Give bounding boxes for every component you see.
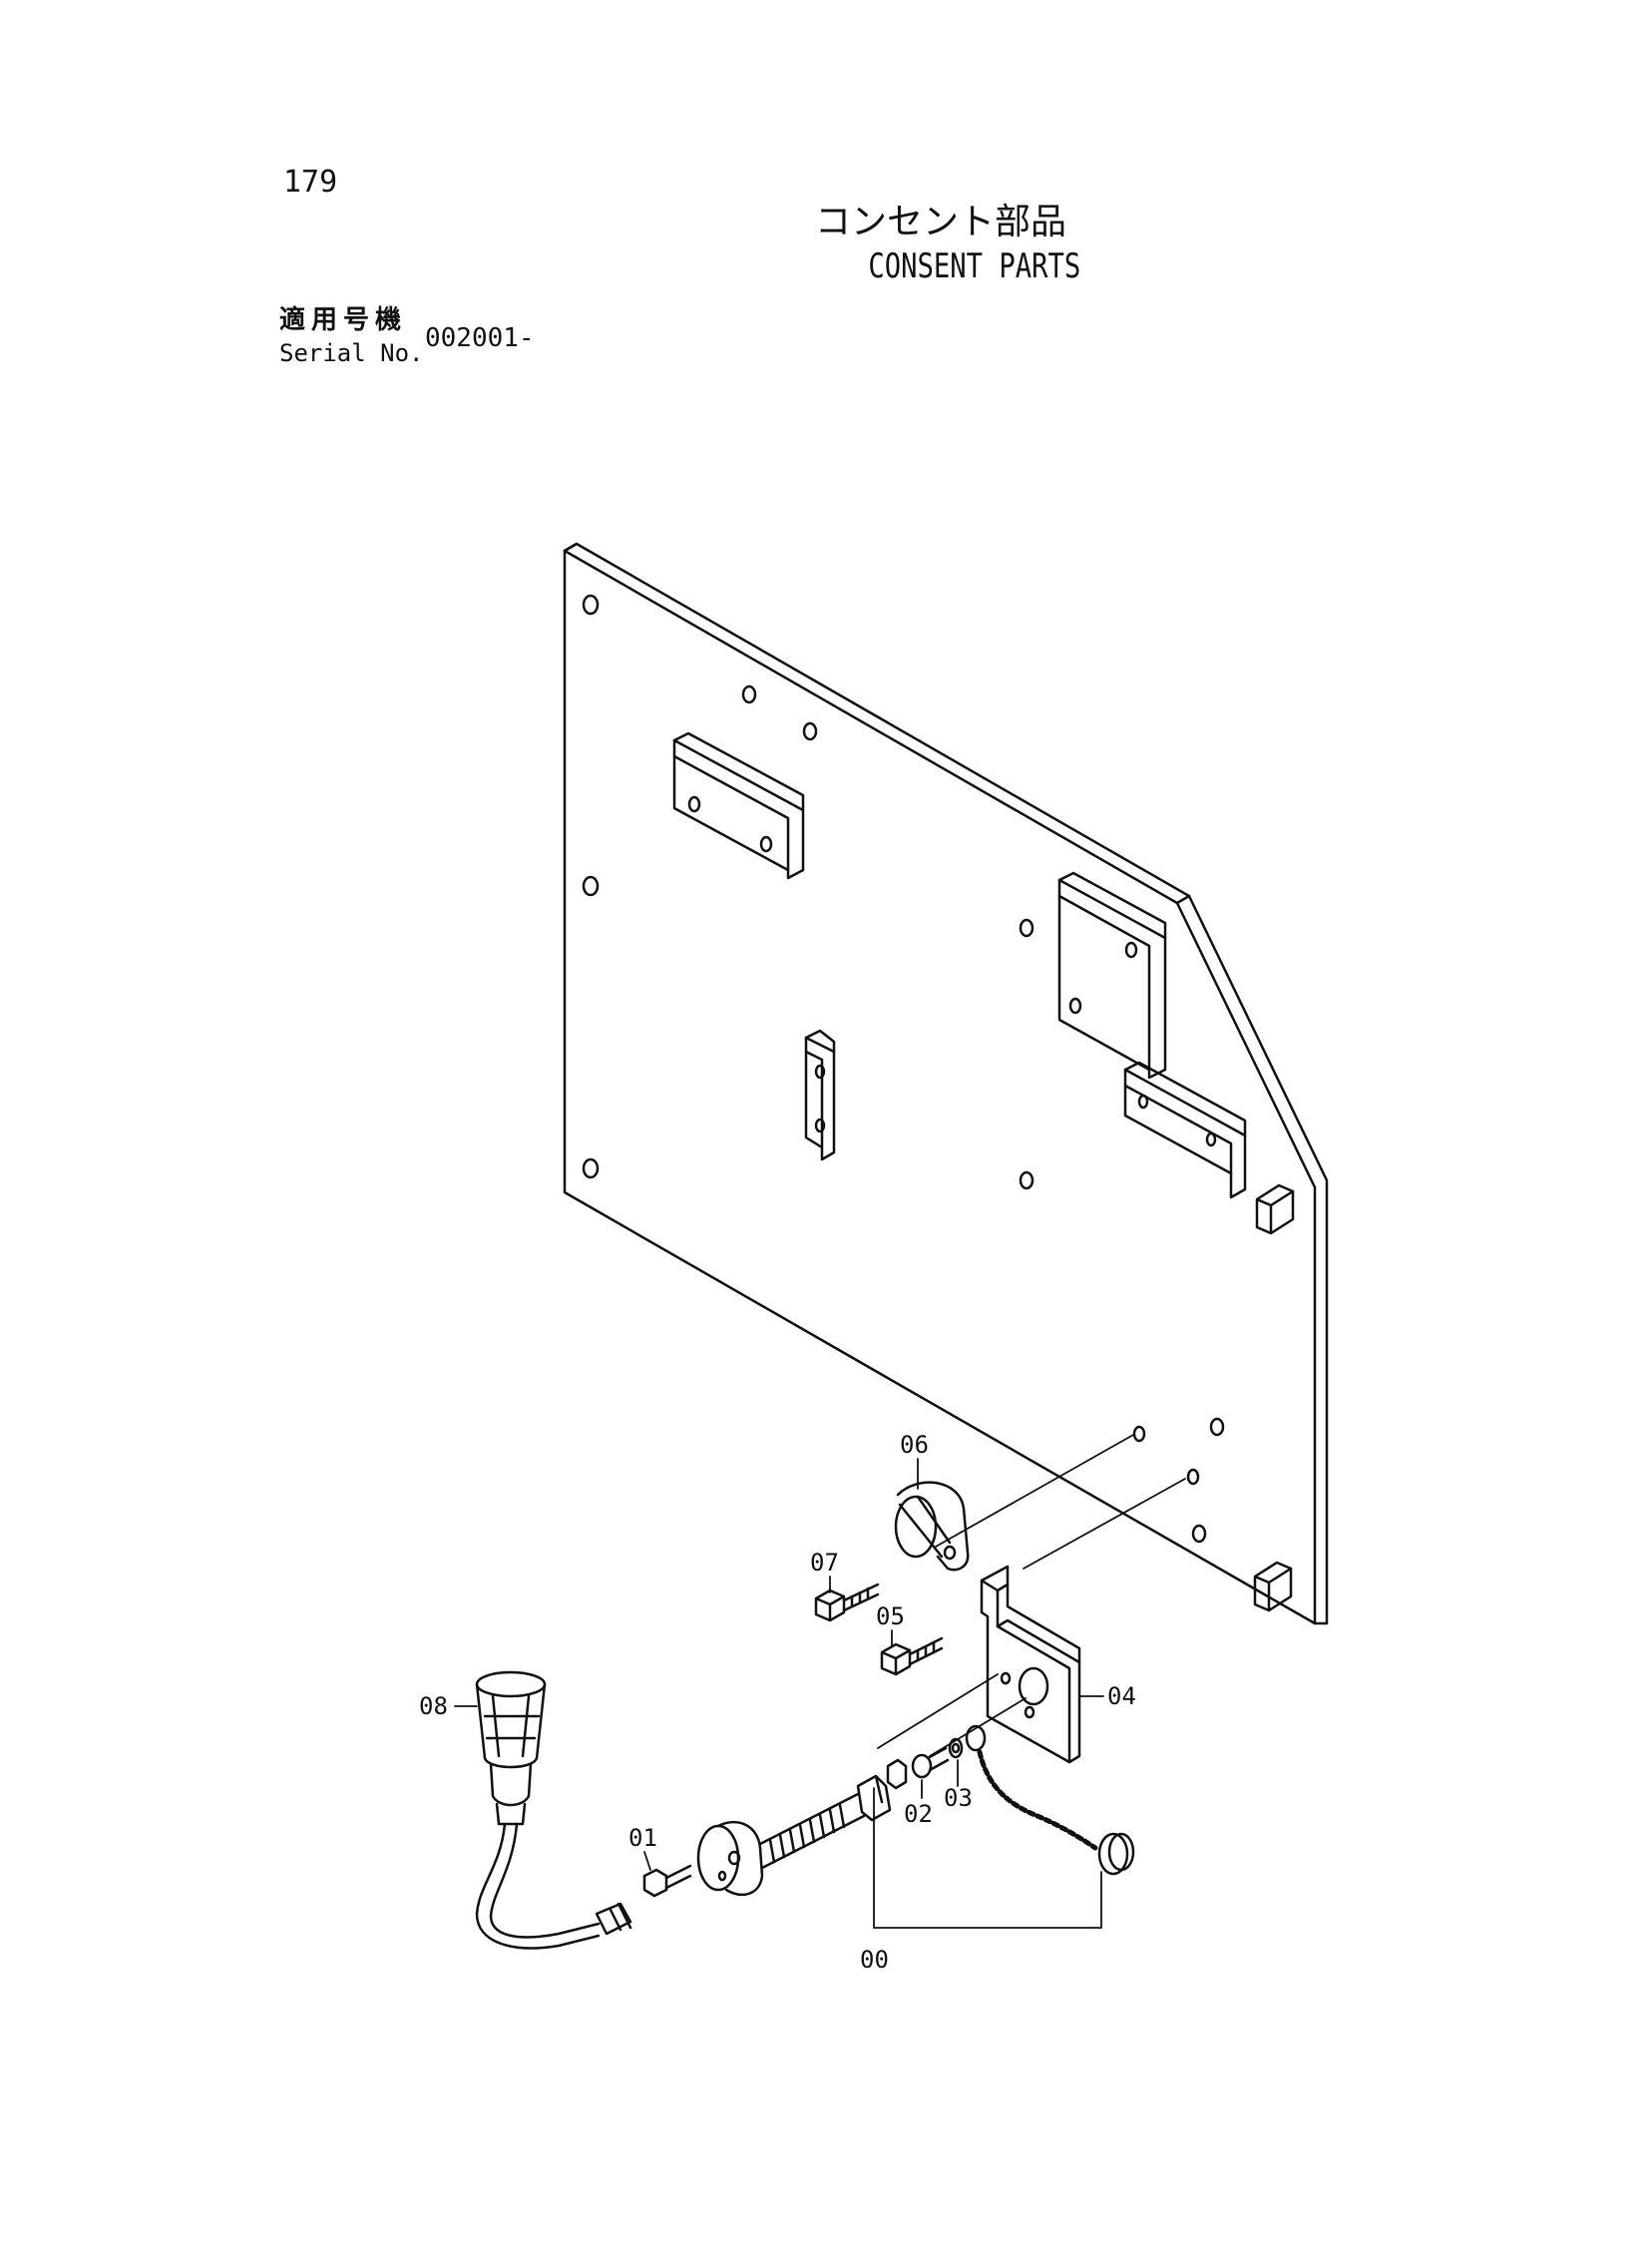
- serial-label-japanese: 適用号機: [279, 305, 408, 335]
- callout-06: 06: [900, 1431, 929, 1459]
- washer-03: [948, 1737, 964, 1759]
- bracket-upper-left: [672, 731, 805, 880]
- callout-02: 02: [904, 1800, 933, 1828]
- screw-02: [911, 1746, 950, 1779]
- cable-plug: [475, 1670, 632, 1950]
- callout-00: 00: [860, 1946, 889, 1974]
- callout-05: 05: [876, 1602, 905, 1630]
- callout-04: 04: [1107, 1682, 1136, 1710]
- callout-08: 08: [419, 1692, 448, 1720]
- bolt-05: [880, 1636, 944, 1676]
- callout-01: 01: [628, 1824, 657, 1852]
- socket-assembly: [696, 1758, 908, 1896]
- socket-bracket: [980, 1565, 1081, 1764]
- callout-03: 03: [944, 1784, 973, 1812]
- screw-01: [642, 1864, 692, 1898]
- serial-number-value: 002001-: [425, 323, 535, 353]
- mounting-plate: [563, 542, 1329, 1625]
- bolt-07: [814, 1583, 880, 1622]
- cap-chain: [965, 1724, 1135, 1876]
- serial-label-english: Serial No.: [279, 339, 424, 367]
- bracket-right-large: [1057, 871, 1167, 1080]
- bracket-center-small: [804, 1029, 836, 1161]
- callout-leaders: [454, 1458, 1104, 1929]
- cable-clamp: [894, 1481, 970, 1572]
- callout-labels: 06 07 05 04 08 01 02 03 00: [419, 1431, 1136, 1974]
- bracket-lower-right: [1123, 1061, 1247, 1199]
- title-english: CONSENT PARTS: [868, 246, 1081, 286]
- page-number: 179: [283, 165, 338, 200]
- title-japanese: コンセント部品: [814, 202, 1066, 242]
- callout-07: 07: [810, 1549, 839, 1577]
